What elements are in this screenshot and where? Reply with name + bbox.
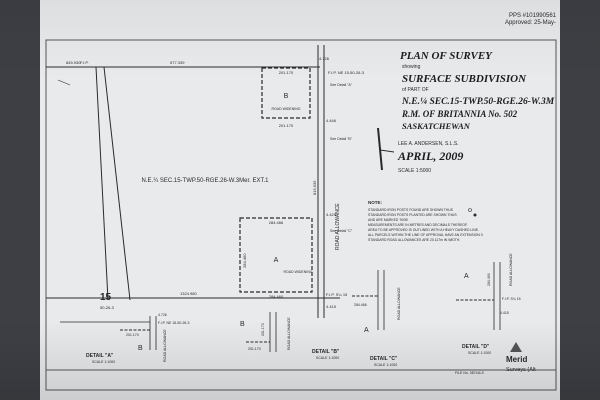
see-detail-c-ref: See Detail "C" [330, 229, 353, 233]
detail-c-title: DETAIL "C" [370, 356, 398, 362]
quarter-section-label: N.E.¼ SEC.15-TWP.50-RGE.26-W.3Mer. EXT.1 [142, 178, 270, 184]
stamp-mark-2 [379, 149, 395, 153]
fip-ne-label: F.I.P. NE 15-50-26-3 [328, 70, 365, 75]
note-line-5: ALL PARCELS WITHIN THE LINE OF APPROVAL … [368, 233, 484, 237]
section-sub: 50-26-3 [100, 305, 115, 310]
legal-description: N.E.¼ SEC.15-TWP.50-RGE.26-W.3M [401, 96, 555, 107]
note-line-1: STANDARD IRON POSTS PLANTED ARE SHOWN TH… [368, 213, 457, 217]
company-subname: Surveys (Alt [506, 367, 536, 373]
detail-b: 201.170 201.170 B ROAD ALLOWANCE DETAIL … [240, 312, 340, 360]
left-bearing-tick [57, 79, 71, 86]
note-line-3: MEASUREMENTS ARE IN METRES AND DECIMALS … [368, 223, 468, 227]
detail-d-dim2: 4.415 [500, 311, 509, 315]
showing-text: showing [402, 64, 421, 70]
dim-a-side: 284.460 [242, 253, 247, 268]
see-detail-b-ref: See Detail "B" [330, 137, 353, 141]
dim-bottom-line: 1324.980 [180, 291, 197, 296]
company-logo-icon [510, 342, 522, 352]
found-post-symbol [468, 208, 472, 212]
pps-number: PPS #101990561 [509, 13, 557, 19]
parcel-b-boundary [261, 67, 311, 119]
surveyor-name: LEE A. ANDERSEN, S.L.S. [398, 141, 459, 147]
fip-se-label: F.I.P. S¼ 15 [326, 292, 348, 297]
detail-d-road: ROAD ALLOWANCE [509, 253, 513, 286]
detail-a-scale: SCALE 1:1000 [92, 360, 115, 364]
dim-b-bottom: 201.170 [279, 123, 294, 128]
detail-b-road: ROAD ALLOWANCE [287, 317, 291, 350]
detail-b-title: DETAIL "B" [312, 349, 340, 355]
dim-top-mid: 577.339 [170, 60, 185, 65]
file-number: FILE No. 08744LS [455, 371, 484, 375]
dim-right-mid: 4.446 [326, 118, 337, 123]
dim-top-left: 845.930 [66, 60, 81, 65]
plan-title: PLAN OF SURVEY [400, 50, 493, 62]
note-line-0: STANDARD IRON POSTS FOUND ARE SHOWN THUS [368, 208, 454, 212]
left-road-line-1 [95, 66, 109, 301]
subdivision-title: SURFACE SUBDIVISION [402, 73, 527, 85]
fip-top: F.I.P. [80, 60, 89, 65]
company-name: Merid [506, 355, 527, 364]
detail-c-parcel: A [364, 327, 369, 334]
detail-c-scale: SCALE 1:1000 [374, 363, 397, 367]
stamp-mark [377, 127, 383, 171]
detail-c-dim1: 284.466 [354, 303, 367, 307]
plan-date: APRIL, 2009 [397, 149, 463, 163]
detail-a-parcel: B [138, 345, 143, 352]
detail-c-road: ROAD ALLOWANCE [397, 287, 401, 320]
dim-right-top: 4.726 [319, 56, 330, 61]
note-line-2: AND ARE MARKED '9006' [368, 218, 408, 222]
road-widening-b: ROAD WIDENING [272, 107, 301, 111]
dim-right-bot: 4.415 [326, 304, 337, 309]
dim-a-top: 284.466 [269, 220, 284, 225]
road-allowance-label-main: ROAD ALLOWANCE [335, 203, 341, 250]
detail-b-scale: SCALE 1:1000 [316, 356, 339, 360]
detail-b-dim1: 201.170 [261, 323, 265, 336]
detail-d-scale: SCALE 1:1000 [468, 351, 491, 355]
dim-b-top: 201.170 [279, 70, 294, 75]
left-road-line-2 [103, 66, 131, 301]
planted-post-symbol [473, 213, 477, 217]
dim-right-low: 4.429 [326, 212, 337, 217]
detail-b-dim2: 201.170 [248, 347, 261, 351]
sheet-border [45, 39, 557, 391]
detail-a: F.I.P. NE 15-50-26-3 4.726 201.170 B ROA… [60, 313, 190, 364]
rm-name: R.M. OF BRITANNIA No. 502 [401, 109, 518, 119]
approved-date: Approved: 25-May- [505, 20, 556, 26]
of-part-of-text: of PART OF [402, 87, 429, 93]
detail-d-fip: F.I.P. S¼ 15 [502, 297, 521, 301]
detail-d-title: DETAIL "D" [462, 344, 490, 350]
detail-d-dim1: 284.460 [487, 273, 491, 286]
parcel-a-label: A [274, 257, 279, 264]
detail-b-parcel: B [240, 321, 245, 328]
note-line-4: AREA TO BE APPROVED IS OUTLINED WITH A H… [368, 228, 479, 232]
dim-a-bottom: 284.460 [269, 294, 284, 299]
detail-a-dim1: 4.726 [158, 313, 167, 317]
province-name: SASKATCHEWAN [402, 121, 471, 131]
detail-d-parcel: A [464, 273, 469, 280]
detail-a-dim2: 201.170 [126, 333, 139, 337]
parcel-a-boundary [239, 217, 313, 293]
note-line-6: STANDARD ROAD ALLOWANCES ARE 20.117m IN … [368, 238, 460, 242]
detail-c: 284.466 A ROAD ALLOWANCE DETAIL "C" SCAL… [352, 270, 401, 367]
road-length-label: 815.635 [312, 180, 317, 195]
detail-d: 284.460 F.I.P. S¼ 15 4.415 A ROAD ALLOWA… [456, 253, 521, 355]
notes-heading: NOTE: [368, 200, 383, 205]
plan-scale: SCALE 1:5000 [398, 168, 431, 174]
detail-a-title: DETAIL "A" [86, 353, 114, 359]
see-detail-a-ref: See Detail "A" [330, 83, 353, 87]
detail-a-road: ROAD ALLOWANCE [163, 329, 167, 362]
road-widening-a: ROAD WIDENING [284, 270, 313, 274]
detail-a-fip: F.I.P. NE 15-50-26-3 [158, 321, 190, 325]
section-number: 15 [100, 292, 112, 303]
parcel-b-label: B [284, 93, 289, 100]
